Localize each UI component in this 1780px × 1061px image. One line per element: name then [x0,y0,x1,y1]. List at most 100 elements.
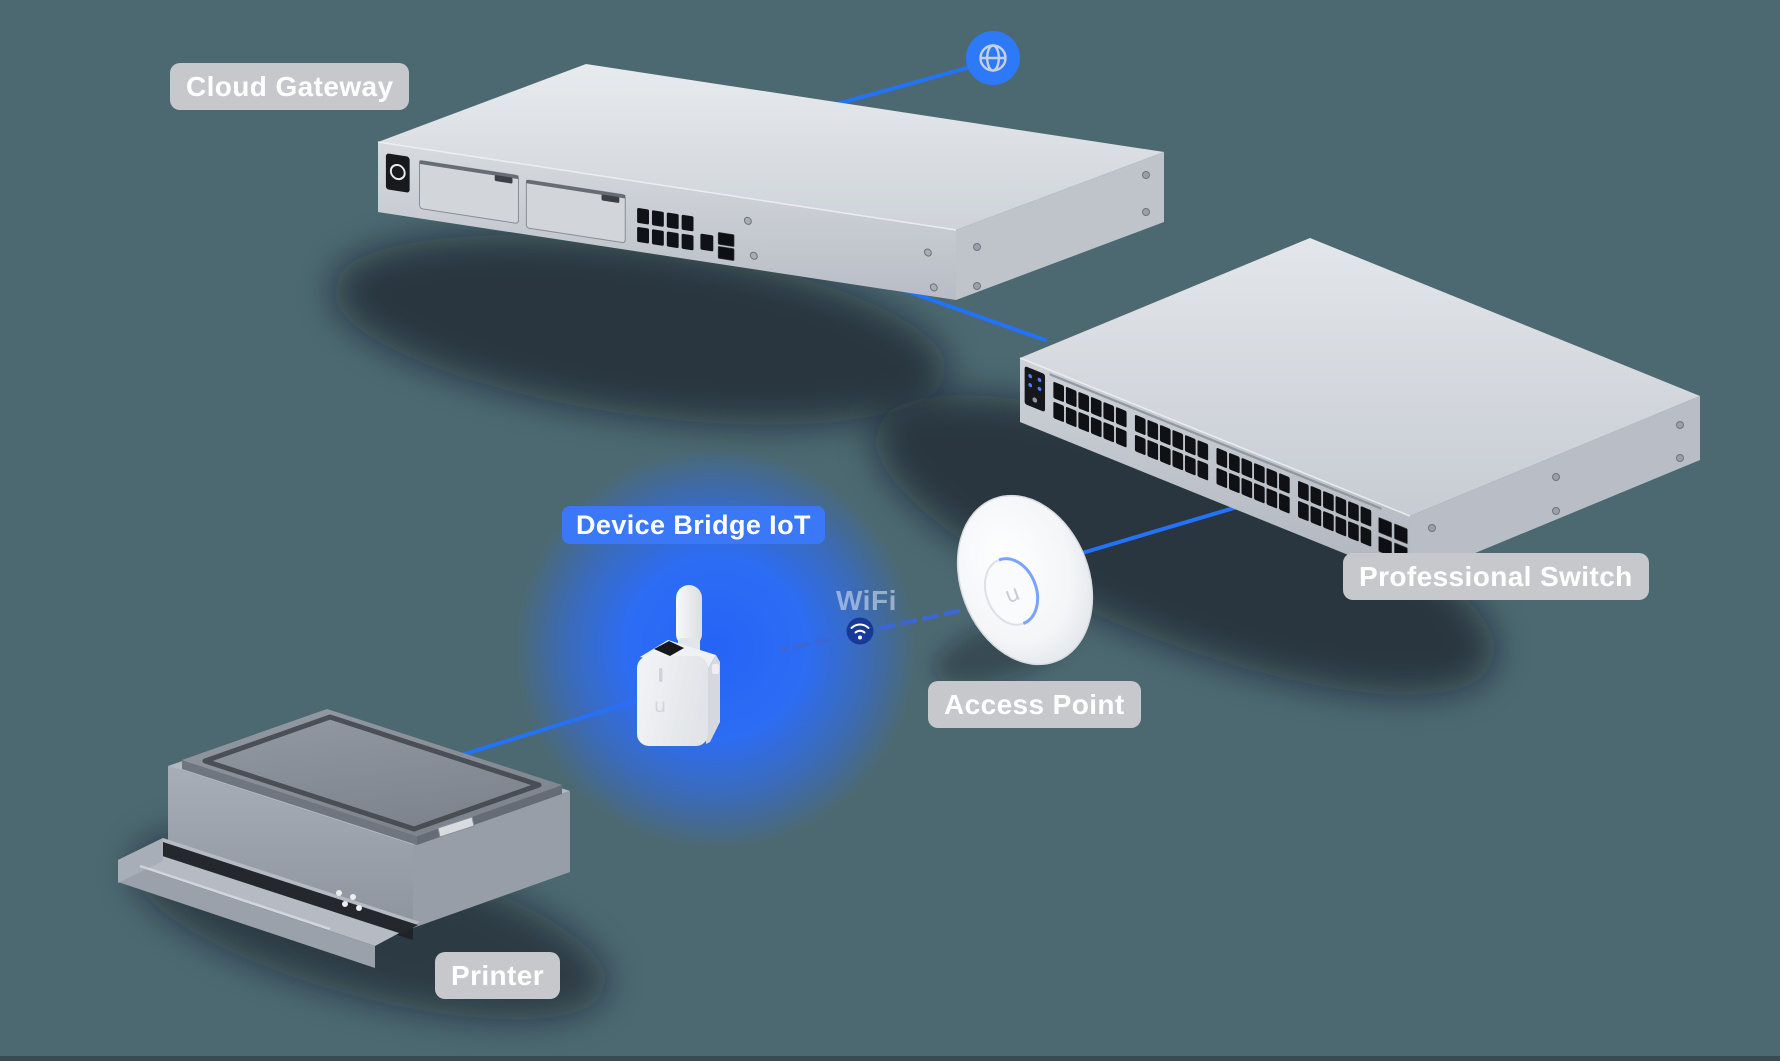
port [1147,420,1159,440]
bridge-front-face [637,656,708,746]
switch-sfp-ports [1378,517,1408,564]
switch-display-leds [1028,373,1042,403]
port [1184,435,1196,456]
bridge-ethernet-port [654,641,684,656]
bridge-indicator [659,668,663,682]
port [1360,526,1372,547]
access-point-label: Access Point [928,681,1141,729]
port [1394,523,1408,545]
port [1078,412,1090,433]
printer-scanner-lid [182,709,562,836]
gateway-top-edge [377,141,957,231]
printer-body-side [413,791,570,928]
access-point-device: u [956,494,1094,666]
port [1310,486,1322,507]
port [1065,407,1077,427]
gateway-side-screws [973,171,1150,290]
gateway-drive-bay [419,160,519,224]
port [1335,516,1347,537]
gateway-side-face [956,152,1164,300]
globe-glyph [979,44,1007,72]
port [1254,483,1265,504]
wireless-glow [516,448,916,848]
bay-latch [601,194,620,203]
bridge-antenna [676,585,702,647]
port [1216,468,1228,488]
wifi-arc-small [854,629,866,634]
image-bottom-edge [0,1056,1780,1061]
port [1090,417,1102,438]
bridge-logo: u [654,695,666,717]
port [1103,402,1115,423]
port [1103,422,1115,443]
port [1241,458,1253,479]
port [666,231,679,248]
wifi-dot [858,635,862,640]
port [717,246,735,261]
port [1335,496,1347,517]
port [1323,511,1334,532]
device-bridge-device: u [637,585,720,746]
port [1134,435,1146,455]
port [1115,427,1127,448]
port [637,227,649,244]
port [1298,501,1309,522]
port [1147,440,1159,460]
gateway-wan-port [700,233,714,252]
port [1298,481,1309,502]
port [1266,468,1278,489]
port [681,233,694,251]
port [1078,392,1090,413]
switch-side-face [1410,396,1700,580]
gateway-display-ring [389,163,406,181]
port [1216,448,1228,468]
switch-top-edge [1019,357,1411,517]
port [1134,415,1146,435]
printer-paper-edge [139,864,331,931]
printer-tray-slot [150,842,418,934]
bay-groove [419,160,519,180]
port [1266,488,1278,509]
port [1172,430,1184,451]
printer-lid-groove [202,714,542,832]
port [1197,460,1209,481]
port [1228,473,1240,494]
gateway-front-details [385,153,938,292]
bay-groove [526,179,626,199]
wifi-arc-large [850,623,870,629]
switch-top-face [1020,238,1700,516]
professional-switch-label: Professional Switch [1343,553,1649,601]
bay-latch [494,175,513,184]
gateway-screws [743,216,938,292]
bridge-clip [712,664,719,674]
port [1159,445,1171,466]
professional-switch-device [1019,238,1700,580]
switch-groove [1049,373,1382,510]
port [681,214,694,232]
gateway-sfp-ports [717,232,735,261]
port [1241,478,1253,499]
wifi-icon [846,617,874,645]
printer-indicator [437,816,475,838]
port [1053,401,1065,422]
port [1378,517,1392,538]
printer-label: Printer [435,952,561,1000]
port [1184,455,1196,476]
access-point-led-arc [998,557,1040,625]
port [1065,387,1077,407]
printer-tray-side [118,838,163,883]
port [1115,407,1127,428]
bridge-side-face [706,655,720,744]
globe-icon [966,31,1020,85]
switch-front-details [1024,366,1408,564]
port [1279,493,1290,514]
port [1197,440,1209,461]
gateway-shadow [332,235,948,425]
cloud-gateway-device [377,64,1164,300]
cloud-gateway-label: Cloud Gateway [170,63,410,111]
port [717,232,735,247]
wifi-label: WiFi [836,585,897,616]
port [1254,463,1265,484]
printer-buttons [336,890,362,911]
